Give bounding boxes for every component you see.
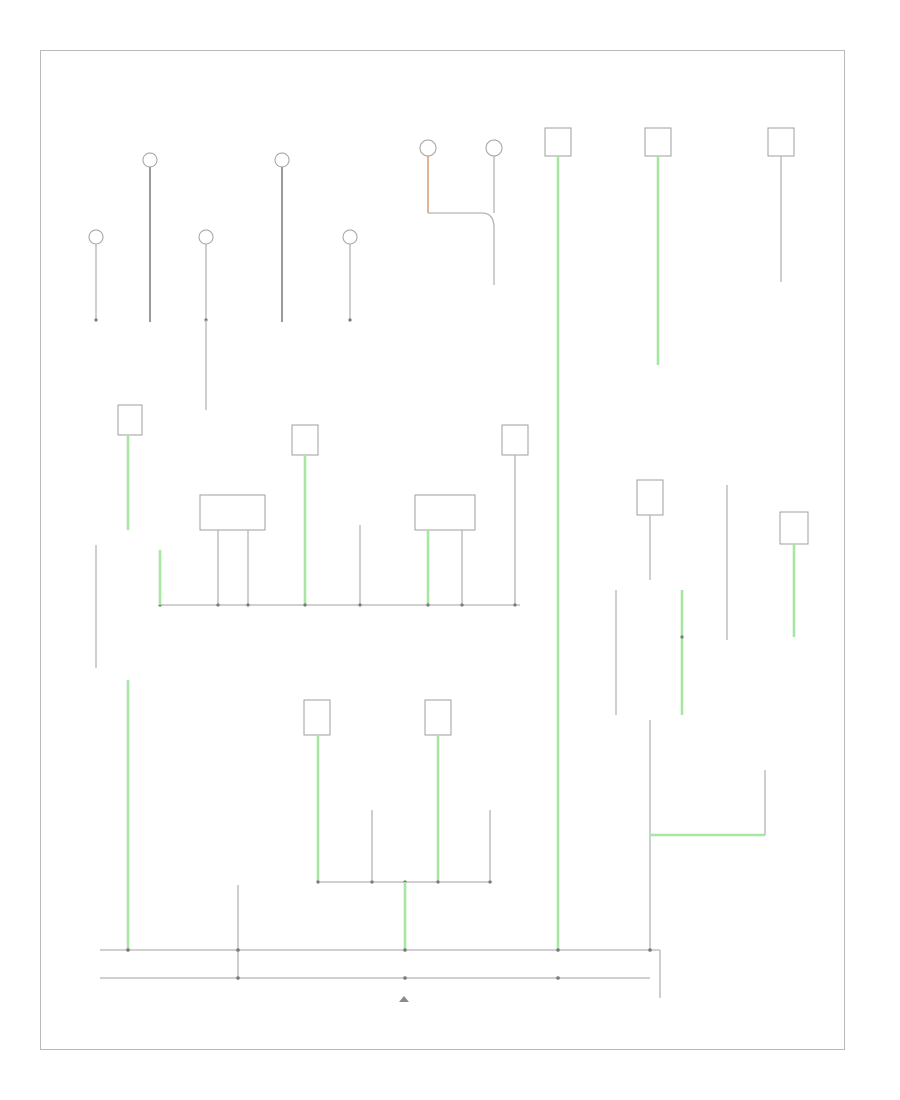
fog-lamp-left: [419, 139, 495, 229]
right-splice-dot: [680, 635, 684, 639]
transaxle-module: [414, 494, 476, 605]
headlamp-unit-left: [644, 127, 672, 365]
engine-ground: [399, 996, 409, 1002]
ground-splice-connector: [199, 494, 266, 605]
right-parking-lamp: [342, 229, 358, 322]
fog-lamp-right: [485, 139, 503, 285]
right-relay-box: [636, 479, 664, 580]
brake-fluid-switch: [291, 424, 319, 605]
headlamp-unit-right: [767, 127, 795, 282]
left-rear-module: [424, 699, 452, 882]
cooling-fan-motor: [779, 511, 809, 637]
abs-module: [501, 424, 529, 605]
main-bus-dots: [126, 948, 652, 980]
right-front-side-marker-lamp: [274, 152, 290, 322]
front-parking-lamp: [198, 229, 214, 410]
horn: [117, 404, 143, 530]
trunk-relay: [303, 699, 331, 882]
left-headlamp-lamp: [142, 152, 158, 322]
left-front-side-marker-lamp: [88, 229, 104, 322]
diagram-frame: [40, 50, 845, 1050]
windshield-washer-motor: [544, 127, 572, 950]
